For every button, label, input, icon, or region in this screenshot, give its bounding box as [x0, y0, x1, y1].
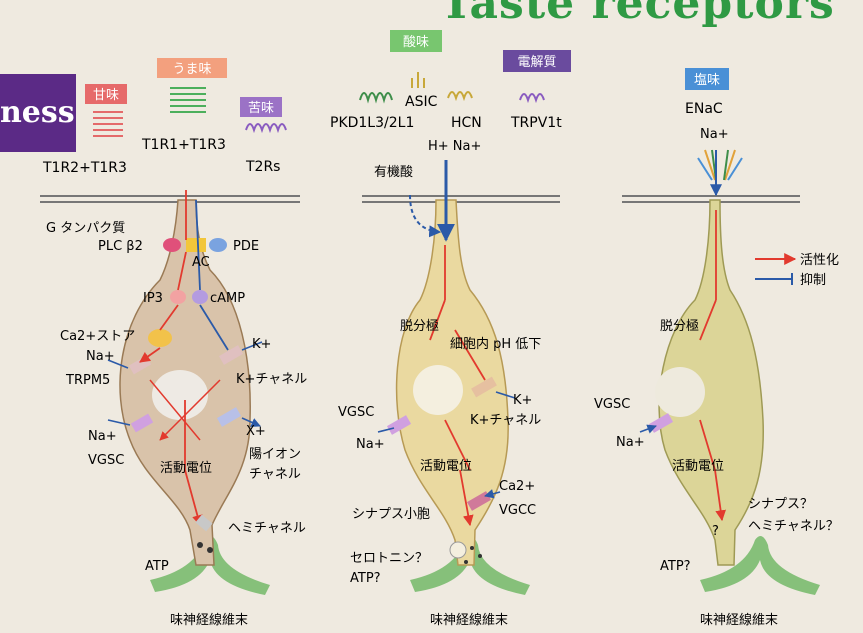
cell2-k-channel: K+チャネル	[470, 413, 541, 428]
apical-membranes	[40, 196, 800, 202]
label-t1r2-t1r3: T1R2+T1R3	[42, 160, 127, 176]
cell3-atp: ATP?	[660, 559, 691, 574]
legend-inhibit: 抑制	[800, 273, 826, 288]
label-t2rs: T2Rs	[245, 159, 280, 175]
cell1-action-potential: 活動電位	[160, 461, 212, 476]
cell1-k-channel: K+チャネル	[236, 372, 307, 387]
label-hcn: HCN	[451, 115, 482, 131]
cell2-h-na: H+ Na+	[428, 139, 481, 154]
badge-salty: 塩味	[685, 68, 729, 90]
cell2-vgsc: VGSC	[338, 405, 374, 420]
cell2-vesicle: シナプス小胞	[352, 507, 430, 522]
cell2-atp: ATP?	[350, 571, 381, 586]
cell1-ip3: IP3	[143, 291, 163, 306]
cell3-synapse: シナプス？	[748, 497, 813, 512]
cell3-nerve: 味神経線維末	[700, 612, 778, 628]
cell1-plc: PLC β2	[98, 239, 143, 254]
legend: 活性化 抑制	[755, 253, 839, 288]
cell1-hemichannel: ヘミチャネル	[228, 521, 306, 536]
cell1-cation-2: チャネル	[249, 467, 301, 482]
cell2-nerve: 味神経線維末	[430, 612, 508, 628]
label-enac: ENaC	[685, 101, 723, 117]
cell2-vgcc: VGCC	[499, 503, 536, 518]
svg-text:うま味: うま味	[172, 62, 211, 77]
cell1-cation-1: 陽イオン	[249, 447, 301, 462]
legend-activate: 活性化	[800, 253, 839, 268]
cell3-action-potential: 活動電位	[672, 459, 724, 474]
enac-channel-icon	[698, 150, 742, 180]
cell1-pde: PDE	[233, 239, 259, 254]
badge-sweet: 甘味	[85, 84, 127, 104]
cell2-serotonin: セロトニン？	[350, 551, 428, 566]
badge-bitter: 苦味	[240, 97, 282, 117]
cell3-depolarization: 脱分極	[660, 318, 699, 334]
badge-electrolyte: 電解質	[503, 50, 571, 72]
cell2-na: Na+	[356, 437, 385, 452]
nucleus-icon	[413, 365, 463, 415]
cell3-vgsc: VGSC	[594, 397, 630, 412]
svg-text:電解質: 電解質	[517, 55, 556, 70]
badge-umami: うま味	[157, 58, 227, 78]
cell1-na2: Na+	[88, 429, 117, 444]
cell3-question: ?	[712, 524, 719, 539]
label-asic: ASIC	[405, 94, 438, 110]
cell2-ph-drop: 細胞内 pH 低下	[450, 336, 541, 352]
cell3-na-top: Na+	[700, 127, 729, 142]
cell2-organic-acid: 有機酸	[374, 165, 413, 180]
cell2-ca: Ca2+	[499, 479, 535, 494]
cell2-action-potential: 活動電位	[420, 459, 472, 474]
cell3-na: Na+	[616, 435, 645, 450]
cell1-vgsc: VGSC	[88, 453, 124, 468]
cell1-k-plus: K+	[252, 337, 271, 352]
label-t1r1-t1r3: T1R1+T1R3	[141, 137, 226, 153]
svg-text:塩味: 塩味	[694, 73, 720, 88]
cell1-ca-store: Ca2+ストア	[60, 329, 135, 344]
cell1-atp: ATP	[145, 559, 169, 574]
cell2-k-plus: K+	[513, 393, 532, 408]
cell1-na1: Na+	[86, 349, 115, 364]
cell1-trpm5: TRPM5	[65, 373, 110, 388]
svg-text:酸味: 酸味	[403, 35, 429, 50]
cell1-x-plus: X+	[246, 424, 266, 439]
label-trpv1t: TRPV1t	[510, 115, 562, 131]
badge-sour: 酸味	[390, 30, 442, 52]
cell1-g-protein: G タンパク質	[46, 221, 125, 236]
nucleus-icon	[152, 370, 208, 420]
label-pkd: PKD1L3/2L1	[330, 115, 414, 131]
nucleus-icon	[655, 367, 705, 417]
cell1-nerve: 味神経線維末	[170, 612, 248, 628]
cell3-hemichannel: ヘミチャネル？	[748, 519, 839, 534]
svg-text:苦味: 苦味	[248, 100, 274, 116]
svg-text:甘味: 甘味	[93, 88, 119, 103]
cell1-ac: AC	[192, 255, 210, 270]
cell2-depolarization: 脱分極	[400, 318, 439, 334]
cell1-camp: cAMP	[210, 291, 245, 306]
